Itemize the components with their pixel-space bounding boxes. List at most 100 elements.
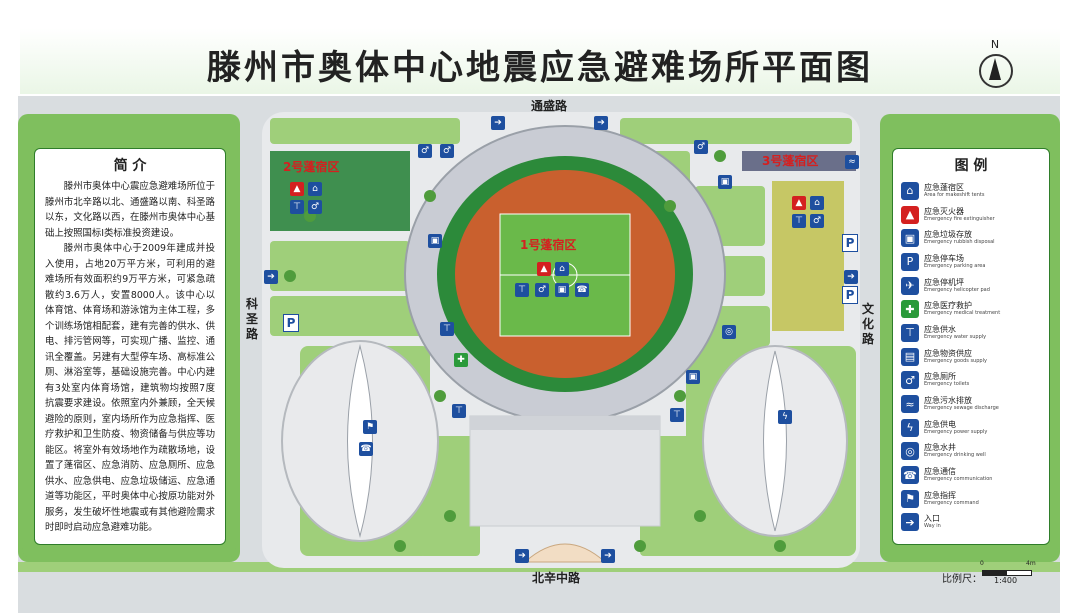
green-block — [270, 118, 460, 144]
fire-extinguisher-icon: ▲ — [901, 205, 919, 224]
sewage-icon: ≈ — [901, 395, 919, 414]
rubbish-icon: ▣ — [555, 283, 569, 297]
south-plaza — [469, 415, 661, 527]
legend-item-english: Emergency drinking well — [924, 452, 986, 459]
road-label-south: 北辛中路 — [532, 571, 581, 585]
rubbish-icon: ▣ — [718, 175, 732, 189]
fire-extinguisher-icon: ▲ — [537, 262, 551, 276]
map-title: 滕州市奥体中心地震应急避难场所平面图 — [207, 48, 873, 88]
well-icon: ◎ — [722, 325, 736, 339]
legend-item-label: 应急蓬宿区 — [924, 182, 964, 192]
legend-item-label: 应急物资供应 — [924, 348, 972, 358]
intro-paragraph-1: 滕州市奥体中心震应急避难场所位于滕州市北辛路以北、通盛路以南、科圣路以东，文化路… — [45, 181, 215, 239]
toilet-icon: ♂ — [535, 283, 549, 297]
north-label: N — [990, 38, 1000, 51]
zone3-label: 3号蓬宿区 — [762, 154, 819, 168]
water-supply-icon: ⊤ — [792, 214, 806, 228]
zone1-label: 1号蓬宿区 — [520, 238, 577, 252]
medical-icon: ✚ — [901, 300, 919, 319]
well-icon: ◎ — [901, 442, 919, 461]
scale-bar-graphic — [982, 570, 1032, 576]
command-icon: ⚑ — [901, 489, 919, 508]
tent-icon: ⌂ — [308, 182, 322, 196]
command-icon: ⚑ — [363, 420, 377, 434]
water-supply-icon: ⊤ — [901, 323, 919, 342]
water-supply-icon: ⊤ — [290, 200, 304, 214]
toilet-icon: ♂ — [810, 214, 824, 228]
toilet-icon: ♂ — [440, 144, 454, 158]
rubbish-icon: ▣ — [428, 234, 442, 248]
title-bar — [20, 28, 1060, 94]
water-supply-icon: ⊤ — [452, 404, 466, 418]
intro-panel: 简 介 滕州市奥体中心震应急避难场所位于滕州市北辛路以北、通盛路以南、科圣路以东… — [22, 118, 236, 558]
legend-item-label: 应急停机坪 — [924, 277, 964, 287]
scale-length: 4m — [1026, 560, 1036, 567]
entrance-icon: ➔ — [264, 270, 278, 284]
tent-icon: ⌂ — [901, 181, 919, 200]
legend-item-english: Emergency goods supply — [924, 357, 987, 364]
legend-item-label: 应急厕所 — [924, 372, 956, 382]
phone-icon: ☎ — [359, 442, 373, 456]
road-label-west: 科圣路 — [245, 297, 258, 341]
medical-icon: ✚ — [454, 353, 468, 367]
toilet-icon: ♂ — [901, 371, 919, 390]
scale-zero: 0 — [980, 560, 984, 567]
zone3-field — [772, 181, 844, 331]
toilet-icon: ♂ — [694, 140, 708, 154]
green-block — [620, 118, 852, 144]
legend-item-english: Emergency communication — [924, 476, 993, 483]
power-supply-icon: ϟ — [901, 418, 919, 437]
sewage-icon: ≈ — [845, 155, 859, 169]
entrance-icon: ➔ — [594, 116, 608, 130]
road-label-east: 文化路 — [861, 302, 874, 346]
toilet-icon: ♂ — [418, 144, 432, 158]
water-supply-icon: ⊤ — [440, 322, 454, 336]
intro-paragraph-2: 滕州市奥体中心于2009年建成并投入使用，占地20万平方米，可利用的避难场所有效… — [45, 243, 215, 533]
legend-item-english: Emergency parking area — [924, 262, 986, 269]
north-arrow-icon — [989, 58, 1001, 80]
water-supply-icon: ⊤ — [670, 408, 684, 422]
scale-bar: 比例尺： 0 4m 1:400 — [942, 560, 1062, 588]
parking-icon: P — [842, 234, 858, 252]
legend-item-english: Emergency power supply — [924, 428, 988, 435]
legend-item-english: Emergency toilets — [924, 381, 970, 388]
goods-supply-icon: ▤ — [901, 347, 919, 366]
legend-item-english: Emergency water supply — [924, 333, 987, 340]
legend-item-english: Area for makeshift tents — [924, 191, 985, 198]
legend-item-label: 应急供水 — [924, 324, 956, 334]
green-block — [270, 296, 430, 336]
legend-item-label: 应急通信 — [924, 467, 956, 477]
legend-item-label: 应急水井 — [924, 443, 956, 453]
intro-box: 简 介 滕州市奥体中心震应急避难场所位于滕州市北辛路以北、通盛路以南、科圣路以东… — [34, 148, 226, 545]
legend-item-english: Emergency helicopter pad — [924, 286, 990, 293]
legend-item-label: 应急指挥 — [924, 490, 956, 500]
entrance-icon: ➔ — [844, 270, 858, 284]
legend-item-english: Emergency command — [924, 499, 979, 506]
power-supply-icon: ϟ — [778, 410, 792, 424]
scale-ratio: 1:400 — [994, 576, 1018, 585]
parking-icon: P — [901, 252, 919, 271]
trees — [284, 150, 786, 552]
legend-item-english: Emergency fire extinguisher — [924, 215, 995, 222]
plaza-steps — [470, 416, 660, 430]
entrance-icon: ➔ — [901, 513, 919, 532]
entrance-icon: ➔ — [601, 549, 615, 563]
legend-item-english: Emergency medical treatment — [924, 310, 1001, 317]
east-hall-roof — [763, 350, 787, 532]
fire-extinguisher-icon: ▲ — [290, 182, 304, 196]
legend-title: 图 例 — [954, 158, 988, 174]
zone3-header — [742, 151, 856, 171]
